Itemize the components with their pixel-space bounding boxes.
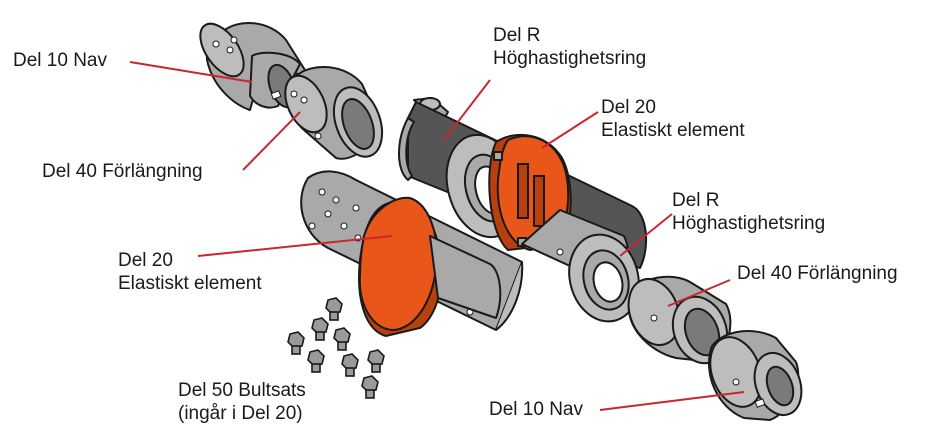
label-elastic-right-line2: Elastiskt element: [601, 120, 745, 141]
high-speed-ring-right: [568, 233, 640, 323]
elastic-element-right: [488, 133, 572, 252]
leader-hub-top: [129, 61, 253, 83]
leader-extension-top: [242, 111, 301, 171]
label-ring-top-line2: Höghastighetsring: [493, 48, 647, 69]
bolt-set: [287, 297, 385, 399]
bolt: [311, 317, 329, 341]
label-ring-right: Del R Höghastighetsring: [672, 189, 825, 235]
leader-ring-right: [619, 213, 673, 257]
extension-top-left: [284, 65, 384, 160]
elastic-element-left: [358, 196, 502, 338]
label-elastic-right: Del 20 Elastiskt element: [601, 96, 745, 142]
bolt: [361, 375, 379, 399]
label-hub-top: Del 10 Nav: [13, 49, 107, 72]
extension-bottom-right: [627, 275, 732, 365]
label-hub-bottom-text: Del 10 Nav: [489, 399, 583, 420]
leader-lines: [129, 61, 745, 411]
label-bolts: Del 50 Bultsats (ingår i Del 20): [178, 379, 306, 425]
label-bolts-line2: (ingår i Del 20): [178, 403, 303, 424]
bolt: [287, 331, 305, 355]
label-elastic-right-line1: Del 20: [601, 97, 656, 118]
hub-bottom-right: [707, 330, 803, 421]
label-elastic-left-line2: Elastiskt element: [118, 273, 262, 294]
leader-elastic-left: [197, 235, 393, 257]
leader-ring-top: [443, 79, 491, 141]
bolt: [341, 353, 359, 377]
label-bolts-line1: Del 50 Bultsats: [178, 380, 306, 401]
label-ring-top: Del R Höghastighetsring: [493, 24, 646, 70]
bolt: [333, 327, 351, 351]
label-ring-right-line1: Del R: [672, 190, 720, 211]
bolt: [367, 349, 385, 373]
bolt: [325, 297, 343, 321]
label-extension-bottom-text: Del 40 Förlängning: [737, 263, 898, 284]
label-extension-top: Del 40 Förlängning: [42, 160, 203, 183]
label-hub-top-text: Del 10 Nav: [13, 50, 107, 71]
label-extension-top-text: Del 40 Förlängning: [42, 161, 203, 182]
leader-extension-bottom: [667, 279, 731, 307]
label-extension-bottom: Del 40 Förlängning: [737, 262, 898, 285]
label-ring-top-line1: Del R: [493, 25, 541, 46]
label-ring-right-line2: Höghastighetsring: [672, 213, 826, 234]
label-hub-bottom: Del 10 Nav: [489, 398, 583, 421]
bolt: [307, 349, 325, 373]
label-elastic-left: Del 20 Elastiskt element: [118, 249, 262, 295]
leader-hub-bottom: [599, 391, 745, 411]
label-elastic-left-line1: Del 20: [118, 250, 173, 271]
leader-elastic-right: [541, 111, 599, 149]
